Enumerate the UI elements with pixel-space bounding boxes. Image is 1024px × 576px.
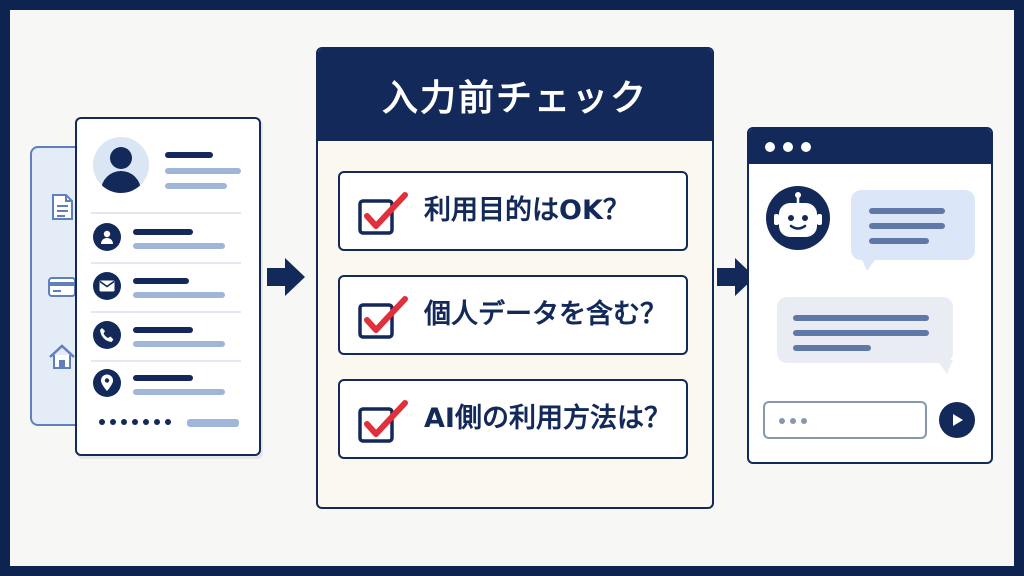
person-icon: [93, 223, 121, 251]
message-line: [869, 208, 945, 214]
detail-line: [165, 183, 227, 189]
check-item-label: 利用目的はOK？: [424, 195, 630, 226]
row-line: [133, 292, 225, 298]
send-button[interactable]: [939, 402, 975, 438]
send-icon: [953, 414, 963, 426]
check-item-personal-data: 個人データを含む？: [338, 275, 688, 355]
check-item-label: AI側の利用方法は？: [424, 403, 671, 434]
document-icon: [52, 194, 73, 220]
bubble-tail: [861, 257, 877, 271]
window-title-bar: [749, 129, 991, 164]
row-line: [133, 341, 225, 347]
bubble-tail: [937, 360, 953, 374]
arrow-right-icon: [267, 258, 305, 296]
robot-icon: [766, 186, 830, 250]
window-dot: [783, 142, 793, 152]
checkbox-checked-icon: [358, 400, 408, 443]
message-line: [793, 315, 929, 321]
checkbox-checked-icon: [358, 296, 408, 339]
row-line: [133, 389, 225, 395]
pre-input-check-panel: 入力前チェック 利用目的はOK？ 個人データを含む？ AI側の利用方法は？: [316, 47, 714, 509]
user-message-bubble: [777, 297, 953, 363]
row-line: [133, 278, 189, 284]
masked-dots: [99, 419, 171, 425]
window-dot: [765, 142, 775, 152]
message-line: [869, 223, 945, 229]
arrow-right-icon: [717, 258, 755, 296]
mail-icon: [93, 272, 121, 300]
message-line: [869, 238, 929, 244]
message-input[interactable]: [763, 401, 927, 439]
message-line: [793, 345, 871, 351]
home-icon: [49, 344, 75, 369]
detail-line: [165, 168, 241, 174]
typing-dots: [779, 418, 807, 424]
avatar-icon: [93, 137, 149, 193]
divider: [91, 212, 241, 214]
check-item-label: 個人データを含む？: [424, 299, 667, 330]
checkbox-checked-icon: [358, 192, 408, 235]
check-item-ai-usage: AI側の利用方法は？: [338, 379, 688, 459]
ai-chat-window: [747, 127, 993, 464]
divider: [91, 360, 241, 362]
row-line: [133, 327, 193, 333]
divider: [91, 262, 241, 264]
check-item-purpose: 利用目的はOK？: [338, 171, 688, 251]
row-line: [133, 375, 193, 381]
message-line: [793, 330, 929, 336]
location-pin-icon: [93, 369, 121, 397]
window-dot: [801, 142, 811, 152]
footer-line: [187, 419, 239, 427]
divider: [91, 311, 241, 313]
bot-message-bubble: [851, 190, 975, 260]
row-line: [133, 229, 193, 235]
personal-data-card: [75, 117, 261, 456]
row-line: [133, 243, 225, 249]
phone-icon: [93, 321, 121, 349]
panel-title: 入力前チェック: [318, 49, 712, 141]
credit-card-icon: [48, 277, 76, 297]
name-line: [165, 152, 213, 158]
